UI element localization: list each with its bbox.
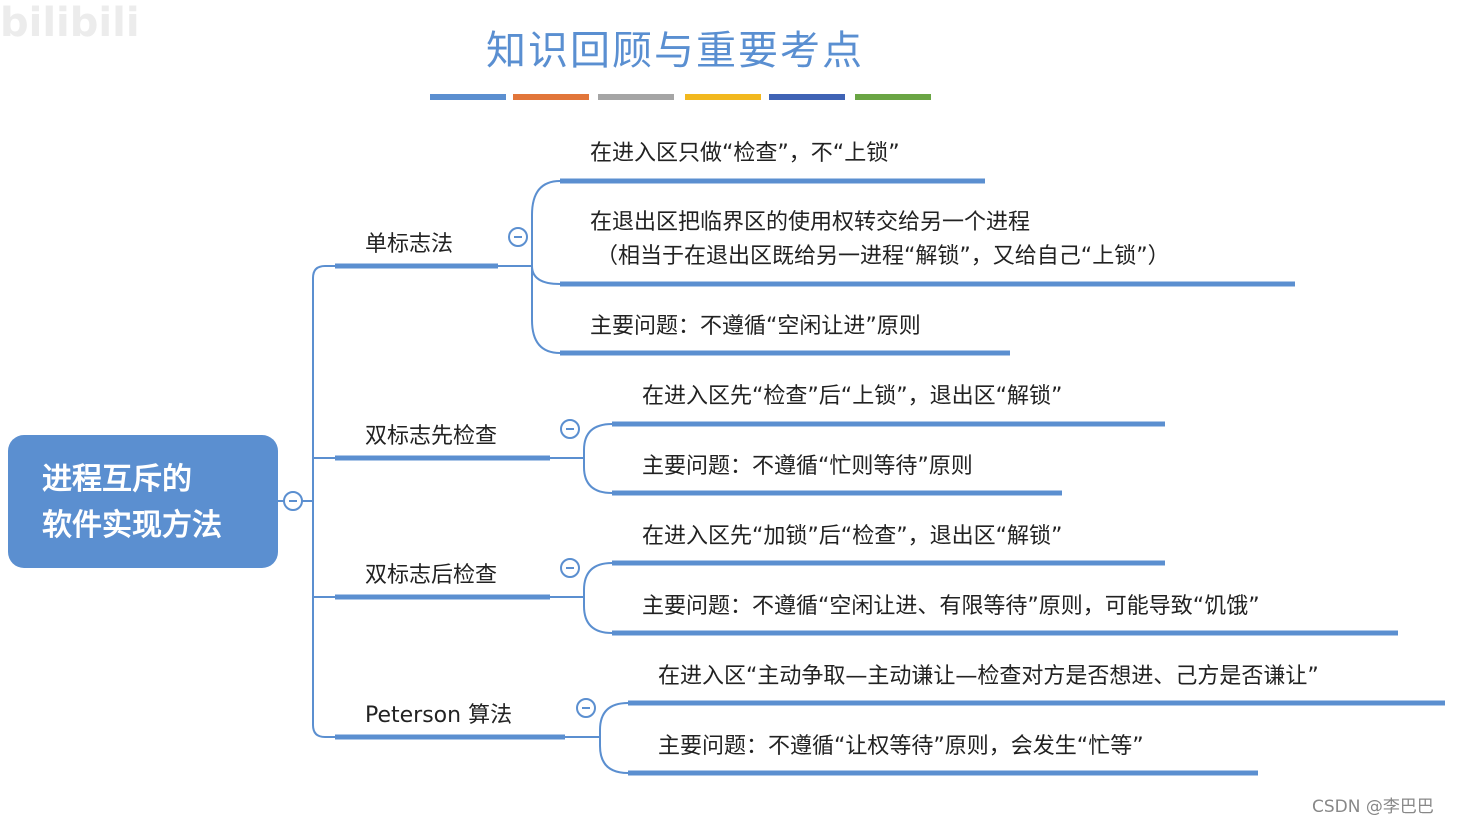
root-line-1: 进程互斥的 <box>42 462 192 497</box>
leaf-node-line2: （相当于在退出区既给另一进程“解锁”，又给自己“上锁”） <box>596 244 1170 269</box>
collapse-icon[interactable] <box>283 491 303 511</box>
branch-peterson[interactable]: Peterson 算法 <box>365 703 513 728</box>
page-title: 知识回顾与重要考点 <box>486 28 864 74</box>
leaf-node[interactable]: 在进入区先“检查”后“上锁”，退出区“解锁” <box>642 384 1063 409</box>
color-bar <box>430 94 506 100</box>
watermark-text: bilibili <box>0 0 140 46</box>
csdn-credit: CSDN @李巴巴 <box>1312 797 1434 817</box>
bilibili-watermark: bilibili <box>0 0 140 46</box>
color-bar <box>598 94 674 100</box>
leaf-node[interactable]: 主要问题：不遵循“忙则等待”原则 <box>642 454 973 479</box>
leaf-node[interactable]: 主要问题：不遵循“空闲让进、有限等待”原则，可能导致“饥饿” <box>642 594 1260 619</box>
collapse-icon[interactable] <box>560 419 580 439</box>
color-bar <box>685 94 761 100</box>
color-bar <box>855 94 931 100</box>
collapse-icon[interactable] <box>508 227 528 247</box>
leaf-node[interactable]: 在进入区“主动争取—主动谦让—检查对方是否想进、己方是否谦让” <box>658 664 1319 689</box>
leaf-node[interactable]: 主要问题：不遵循“空闲让进”原则 <box>590 314 921 339</box>
color-bar <box>513 94 589 100</box>
branch-dual-flag-check-after[interactable]: 双标志后检查 <box>365 563 498 588</box>
root-node[interactable]: 进程互斥的 软件实现方法 <box>8 435 278 568</box>
root-line-2: 软件实现方法 <box>42 508 222 543</box>
leaf-node[interactable]: 在进入区先“加锁”后“检查”，退出区“解锁” <box>642 524 1063 549</box>
color-bar <box>769 94 845 100</box>
branch-single-flag[interactable]: 单标志法 <box>365 232 454 257</box>
branch-dual-flag-check-first[interactable]: 双标志先检查 <box>365 424 498 449</box>
leaf-node[interactable]: 在进入区只做“检查”，不“上锁” <box>590 141 900 166</box>
collapse-icon[interactable] <box>576 698 596 718</box>
leaf-node[interactable]: 在退出区把临界区的使用权转交给另一个进程 <box>590 210 1031 235</box>
leaf-node[interactable]: 主要问题：不遵循“让权等待”原则，会发生“忙等” <box>658 734 1144 759</box>
collapse-icon[interactable] <box>560 558 580 578</box>
